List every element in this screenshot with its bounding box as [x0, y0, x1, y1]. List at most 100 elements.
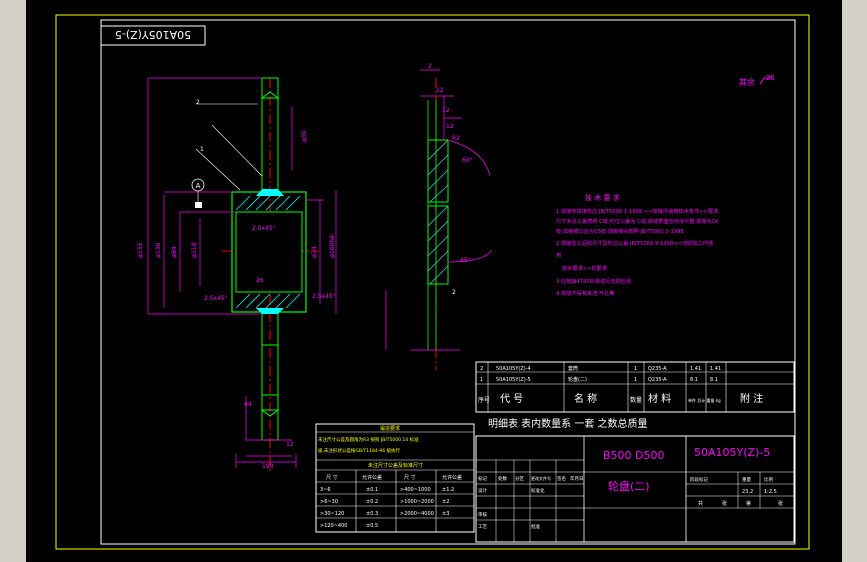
tol-cell: ±0.2 [366, 499, 378, 505]
datum-triangle [195, 202, 202, 208]
tol-cell: ±1.2 [442, 487, 454, 493]
bom-code: 50A105Y(Z)-5 [496, 377, 531, 383]
main-section-view: 2 1 A φ155 φ130 [137, 77, 337, 472]
tb-label-stage: 阶段标记 [690, 476, 708, 483]
tb-label-check: 审核 [478, 511, 487, 518]
tol-head: 尺 寸 [326, 474, 338, 481]
dim-phi50: φ50 [301, 130, 308, 142]
product-name: B500 D500 [603, 449, 665, 462]
bom-h-name: 名 称 [574, 392, 597, 405]
drawing-number: 50A105Y(Z)-5 [694, 446, 770, 459]
part-label-2: 2 [196, 99, 200, 106]
tol-cell: ±0.3 [366, 511, 378, 517]
detail-upper-block [427, 139, 449, 203]
tb-label-process: 工艺 [478, 524, 487, 530]
bom-h-qty: 数量 [630, 396, 642, 404]
bom-qty: 1 [634, 377, 637, 383]
tech-req-line: 2 焊接加工后的尺寸及形位公差 JB/T5000.9-1998<<切削加工件通 [556, 239, 714, 247]
tb-label-weight: 重量 [742, 476, 751, 483]
bom-h-note: 附 注 [740, 392, 763, 405]
dim-12a: 12 [286, 441, 294, 448]
bom-name: 套筒 [568, 365, 578, 372]
tb-label-std: 标准化 [531, 487, 545, 494]
tol-cell: >120~400 [320, 523, 347, 529]
bom-material: Q235-A [648, 377, 667, 383]
tb-label-partition: 分区 [515, 475, 524, 482]
bom-code: 50A105Y(Z)-4 [496, 366, 531, 372]
bom-table: 2 50A105Y(Z)-4 套筒 1 Q235-A 1.41 1.41 1 5… [475, 361, 795, 430]
dim-w12d: 12 [442, 107, 450, 114]
tol-cell: >1000~2000 [400, 499, 434, 505]
bom-w2: 1.41 [710, 366, 721, 372]
tb-weight-val: 23.2 [742, 489, 753, 495]
part-label-2-right: 2 [452, 289, 456, 296]
tol-cell: ±3 [442, 511, 449, 517]
tech-requirements: 技 术 要 求 1 焊接件焊接前应 JB/T5000.3-1998 <<焊接件通… [556, 193, 720, 297]
tb-label-changedoc: 更改文件号 [531, 475, 551, 481]
tol-cell: >400~1000 [400, 487, 431, 493]
weld-upper [256, 189, 284, 196]
tb-label-date: 年月日 [570, 475, 584, 482]
tb-scale-val: 1:2.5 [764, 489, 777, 495]
hub-bore [235, 211, 303, 293]
tol-cell: 3~6 [320, 487, 331, 493]
hub-hatch [235, 195, 301, 309]
tech-req-line: 级,焊接坡口应为CS级,焊接接头按照 JB/T5000.3-1998 [556, 227, 684, 235]
tb-sheet-no: 第 [746, 500, 751, 507]
dim-r2: R2 [452, 135, 460, 142]
bom-w1: 8.1 [690, 377, 698, 383]
detail-view: 2 12 12 R2 60° 45° 12 2 [385, 63, 493, 370]
tech-req-line: 4 焊缝不得有夹渣,气孔等 [556, 289, 614, 297]
title-block: B500 D500 50A105Y(Z)-5 轮盘(二) 标记 处数 分区 更改… [475, 435, 795, 543]
right-margin-bar [842, 0, 867, 562]
dim-phi155: φ155 [137, 242, 144, 258]
tol-head: 尺 寸 [404, 474, 416, 481]
dim-180: 180 [262, 463, 274, 470]
outer-frame [55, 14, 810, 550]
tol-title: 锻造要求 [380, 425, 400, 432]
tech-req-line: 尺寸未注公差按照 C级,形位公差为 C级,焊缝表面应光滑平整,焊接为CK [556, 217, 719, 225]
dim-ang45: 45° [460, 257, 471, 264]
detail-hatch [427, 139, 449, 285]
dim-ang60: 60° [462, 157, 473, 164]
bom-w2: 8.1 [710, 377, 718, 383]
chamfer-3: 2.5x45° [312, 293, 336, 300]
bom-seq: 2 [480, 366, 483, 372]
roughness-note: 其余 [739, 77, 755, 87]
tech-req-line: 用 [556, 252, 561, 259]
disk-upper-outline [262, 77, 279, 189]
angle-26: 26 [256, 277, 264, 284]
diameter-dims [147, 77, 337, 468]
part-label-1: 1 [200, 146, 204, 153]
bom-h-weight: 单件 总计 重量 kg [688, 397, 721, 403]
tb-sheet-total: 共 [698, 500, 703, 507]
part-name: 轮盘(二) [608, 479, 650, 493]
weld-lower [256, 308, 284, 314]
dim-phi74: φ74 [311, 246, 318, 258]
tol-line1: 未注尺寸公差及圆角为R3 按照 JB/T5000.14 标准 [318, 436, 419, 443]
plate-chamfer-bottom [260, 409, 280, 417]
roughness-symbol [759, 77, 772, 85]
detail-lower-block [427, 205, 449, 285]
tb-label-mark: 标记 [478, 475, 487, 482]
chamfer-2: 2.5x45° [204, 295, 228, 302]
tb-sheet-unit: 张 [722, 500, 727, 507]
tolerance-table: 锻造要求 未注尺寸公差及圆角为R3 按照 JB/T5000.14 标准 级,未注… [315, 423, 475, 533]
dim-w2: 2 [428, 63, 432, 70]
tb-label-count: 处数 [498, 475, 507, 482]
inner-frame [100, 19, 796, 545]
dim-44: 44 [244, 401, 252, 408]
tol-line2: 级,未注形状公差按GB/T1184-96 级执行 [318, 447, 401, 454]
dim-phi84: φ84 [171, 246, 178, 258]
tech-req-title: 技 术 要 求 [585, 193, 620, 202]
bom-h-code: 代 号 [500, 393, 523, 405]
tol-cell: ±0.5 [366, 523, 378, 529]
tol-cell: >6~30 [320, 499, 338, 505]
leader-2-diag [211, 124, 263, 177]
tech-req-line: 技术要求>>的要求 [562, 264, 608, 272]
tb-label-design: 设计 [478, 487, 487, 494]
tb-label-sign: 签名 [557, 475, 566, 482]
